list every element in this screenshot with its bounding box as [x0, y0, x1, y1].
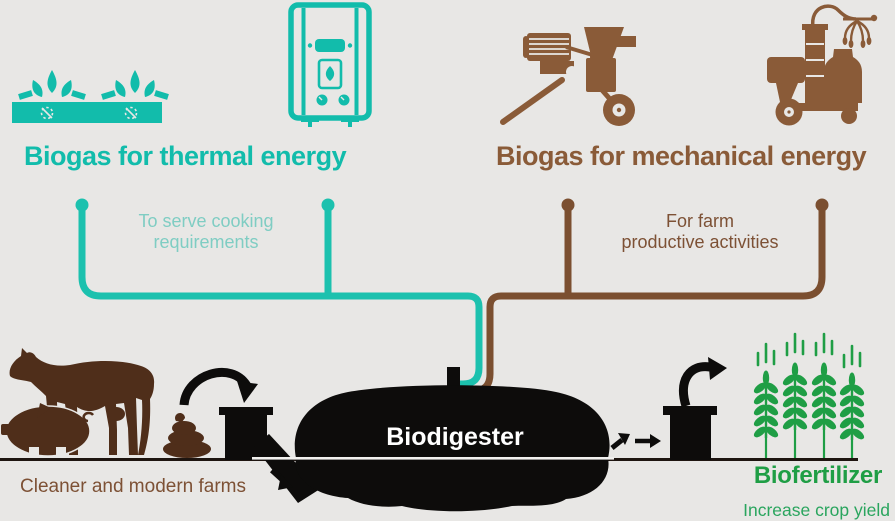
- pig-icon: [1, 403, 95, 458]
- outlet-arrows: [610, 433, 661, 450]
- cooking-note-line2: requirements: [153, 232, 259, 253]
- chipper-machine-icon: [500, 27, 636, 126]
- inlet-flow-arrow-icon: [269, 467, 293, 490]
- biodigester-label: Biodigester: [386, 423, 524, 451]
- wheat-icon: [750, 332, 868, 458]
- mechanical-energy-title: Biogas for mechanical energy: [496, 141, 867, 171]
- inlet-funnel: [219, 407, 320, 503]
- thermal-energy-title: Biogas for thermal energy: [24, 141, 347, 171]
- thermal-pipe: [78, 205, 483, 388]
- mechanical-pipe-node: [561, 198, 575, 212]
- crop-yield-subtitle: Increase crop yield: [743, 500, 890, 520]
- manure-icon: [163, 413, 211, 458]
- milking-machine-icon: [767, 4, 878, 126]
- biofertilizer-title: Biofertilizer: [753, 462, 882, 489]
- gas-stove-icon: [12, 70, 169, 123]
- outlet-bucket: [663, 406, 717, 460]
- cooking-note-line1: To serve cooking: [138, 211, 274, 231]
- farm-note-line2: productive activities: [621, 232, 779, 253]
- farm-note: For farm productive activities: [600, 211, 800, 253]
- thermal-pipe-node: [321, 198, 335, 212]
- ground-line-over-digester: [252, 457, 614, 460]
- feed-arrow-icon: [179, 367, 258, 406]
- cooking-note: To serve cooking requirements: [118, 211, 294, 253]
- biodigester: [252, 367, 614, 512]
- cow-icon: [9, 348, 155, 455]
- farms-caption: Cleaner and modern farms: [20, 476, 246, 497]
- water-heater-icon: [288, 2, 372, 127]
- thermal-pipe-node: [75, 198, 89, 212]
- fertilizer-arrow-icon: [679, 357, 727, 408]
- mechanical-pipe-node: [815, 198, 829, 212]
- farm-note-line1: For farm: [665, 211, 734, 231]
